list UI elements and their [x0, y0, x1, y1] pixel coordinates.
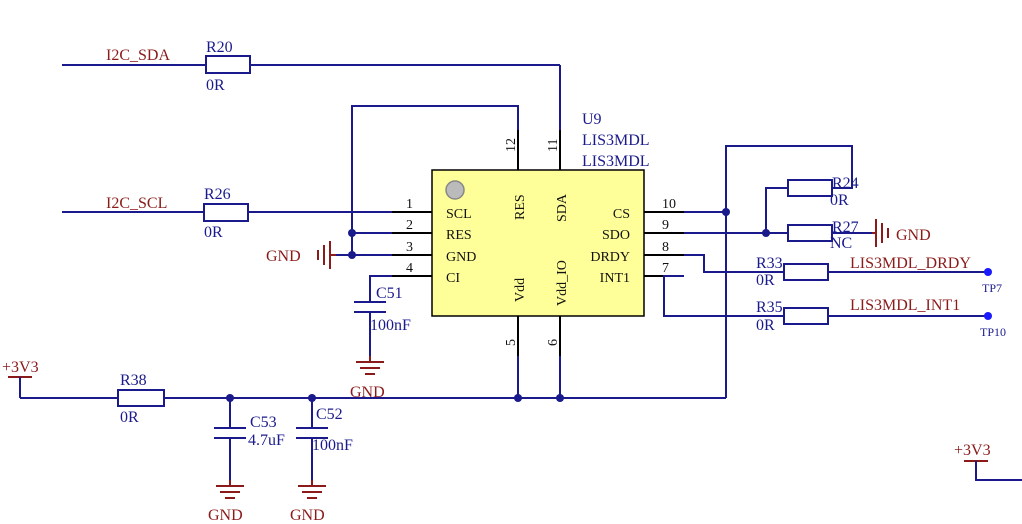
gnd-label-c53: GND [208, 507, 243, 524]
resistor-r27 [787, 224, 833, 242]
r27-ref: R27 [832, 219, 859, 236]
resistor-r24-group: R24 0R [765, 175, 859, 233]
chip-u9: U9 LIS3MDL LIS3MDL SCL RES GND CI 1 2 3 … [392, 111, 684, 356]
chip-value-2: LIS3MDL [582, 153, 650, 170]
gnd-label-left: GND [266, 248, 301, 265]
r24-value: 0R [830, 192, 849, 209]
test-point-tp10 [984, 312, 992, 320]
pin-num-8: 8 [662, 240, 669, 255]
pin-num-5: 5 [504, 339, 519, 346]
resistor-r24 [787, 179, 833, 197]
v33-label-left: +3V3 [2, 359, 39, 376]
resistor-r35 [783, 307, 829, 325]
pin-name-int1: INT1 [600, 271, 630, 286]
pin-name-res: RES [446, 228, 472, 243]
chip-body [431, 169, 645, 317]
c52-ref: C52 [316, 406, 343, 423]
pin-num-3: 3 [406, 240, 413, 255]
pin-num-2: 2 [406, 218, 413, 233]
gnd-symbol-c53: GND [208, 480, 244, 524]
r35-ref: R35 [756, 299, 783, 316]
r38-value: 0R [120, 409, 139, 426]
resistor-r27-group: R27 NC [787, 219, 872, 252]
chip-value-1: LIS3MDL [582, 132, 650, 149]
pin-name-sda: SDA [555, 193, 570, 222]
gnd-label-right: GND [896, 227, 931, 244]
pin-name-drdy: DRDY [590, 250, 630, 265]
tp10-label: TP10 [980, 325, 1006, 339]
net-label-drdy: LIS3MDL_DRDY [850, 255, 971, 272]
c53-ref: C53 [250, 414, 277, 431]
resistor-r38 [117, 389, 165, 407]
scl-net: I2C_SCL R26 0R [62, 186, 432, 241]
pin-name-scl: SCL [446, 207, 472, 222]
net-label-i2c-scl: I2C_SCL [106, 195, 167, 212]
net-label-i2c-sda: I2C_SDA [106, 47, 170, 64]
pin-name-vdd: Vdd [513, 278, 528, 302]
r20-ref: R20 [206, 39, 233, 56]
v33-symbol-right: +3V3 [954, 442, 1022, 481]
pin-name-gnd: GND [446, 250, 476, 265]
sda-net: I2C_SDA R20 0R [62, 39, 561, 170]
r20-value: 0R [206, 77, 225, 94]
pin-num-11: 11 [546, 139, 561, 152]
c52-value: 100nF [312, 437, 353, 454]
pin-num-7: 7 [662, 261, 669, 276]
tp7-label: TP7 [982, 281, 1002, 295]
gnd-symbol-c52: GND [290, 480, 326, 524]
capacitor-c51: C51 100nF [354, 285, 411, 356]
c51-ref: C51 [376, 285, 403, 302]
junction [762, 229, 770, 237]
r33-ref: R33 [756, 255, 783, 272]
capacitor-c53: C53 4.7uF [214, 398, 285, 480]
test-point-tp7 [984, 268, 992, 276]
r35-value: 0R [756, 317, 775, 334]
r33-value: 0R [756, 272, 775, 289]
pin-num-4: 4 [406, 261, 413, 276]
gnd-label-c52: GND [290, 507, 325, 524]
v33-label-right: +3V3 [954, 442, 991, 459]
r24-ref: R24 [832, 175, 859, 192]
pin-name-vdd-io: Vdd_IO [555, 260, 570, 306]
chip-ref: U9 [582, 111, 602, 128]
gnd-symbol-c51: GND [350, 356, 385, 401]
r38-ref: R38 [120, 372, 147, 389]
pin-num-1: 1 [406, 197, 413, 212]
pin-num-10: 10 [662, 197, 676, 212]
pin-num-6: 6 [546, 339, 561, 346]
resistor-r35-group: R35 0R [756, 299, 988, 334]
pin-num-9: 9 [662, 218, 669, 233]
pin-name-ci: CI [446, 271, 460, 286]
pin-name-sdo: SDO [602, 228, 630, 243]
pin-name-cs: CS [613, 207, 630, 222]
pin-num-12: 12 [504, 138, 519, 152]
gnd-symbol-right: GND [872, 219, 931, 247]
resistor-r26 [203, 203, 249, 222]
r26-ref: R26 [204, 186, 231, 203]
resistor-r33 [783, 263, 829, 281]
v33-rail: +3V3 R38 0R [2, 356, 726, 426]
resistor-r20 [205, 55, 251, 74]
pin1-marker [445, 180, 465, 200]
gnd-label-c51: GND [350, 384, 385, 401]
r26-value: 0R [204, 224, 223, 241]
c53-value: 4.7uF [248, 432, 285, 449]
capacitor-c52: C52 100nF [296, 398, 353, 480]
gnd-symbol-left: GND [266, 241, 336, 269]
net-label-int1: LIS3MDL_INT1 [850, 297, 960, 314]
resistor-r33-group: R33 0R [756, 255, 988, 289]
pin-name-res-top: RES [513, 194, 528, 220]
c51-value: 100nF [370, 317, 411, 334]
r27-value: NC [830, 235, 852, 252]
